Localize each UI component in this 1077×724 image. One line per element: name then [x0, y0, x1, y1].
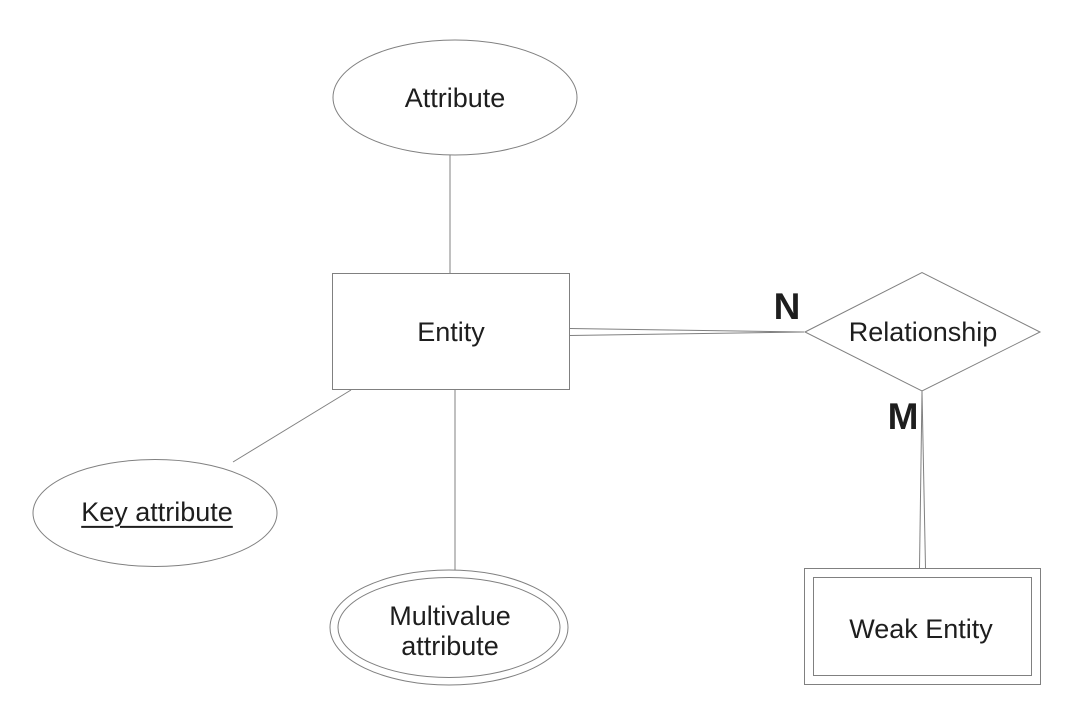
cardinality-m-label: M [887, 396, 919, 437]
multivalue-attribute-label: Multivalue attribute [389, 601, 511, 661]
key-attribute-label: Key attribute [81, 496, 233, 527]
connector-relationship-weak-entity-line-1 [919, 390, 923, 569]
multivalue-attribute-label-line1: Multivalue [389, 600, 511, 631]
connector-relationship-weak-entity-line-2 [921, 390, 926, 569]
key-attribute-ellipse [32, 459, 278, 567]
multivalue-attribute-outer-ellipse [329, 569, 569, 686]
connector-entity-relationship-line-2 [569, 331, 805, 336]
entity-label: Entity [417, 316, 485, 347]
entity-rectangle [332, 273, 570, 390]
attribute-label: Attribute [404, 82, 506, 113]
attribute-ellipse [332, 39, 578, 156]
weak-entity-inner-rectangle [813, 577, 1032, 676]
connector-entity-key-attribute [232, 389, 352, 463]
relationship-diamond [803, 271, 1042, 392]
multivalue-attribute-label-line2: attribute [401, 631, 499, 661]
relationship-label: Relationship [848, 316, 998, 347]
cardinality-n-label: N [773, 286, 801, 327]
multivalue-attribute-inner-ellipse [337, 577, 561, 678]
connector-entity-relationship-line-1 [569, 328, 805, 333]
weak-entity-outer-rectangle [804, 568, 1041, 685]
weak-entity-label: Weak Entity [849, 613, 993, 644]
